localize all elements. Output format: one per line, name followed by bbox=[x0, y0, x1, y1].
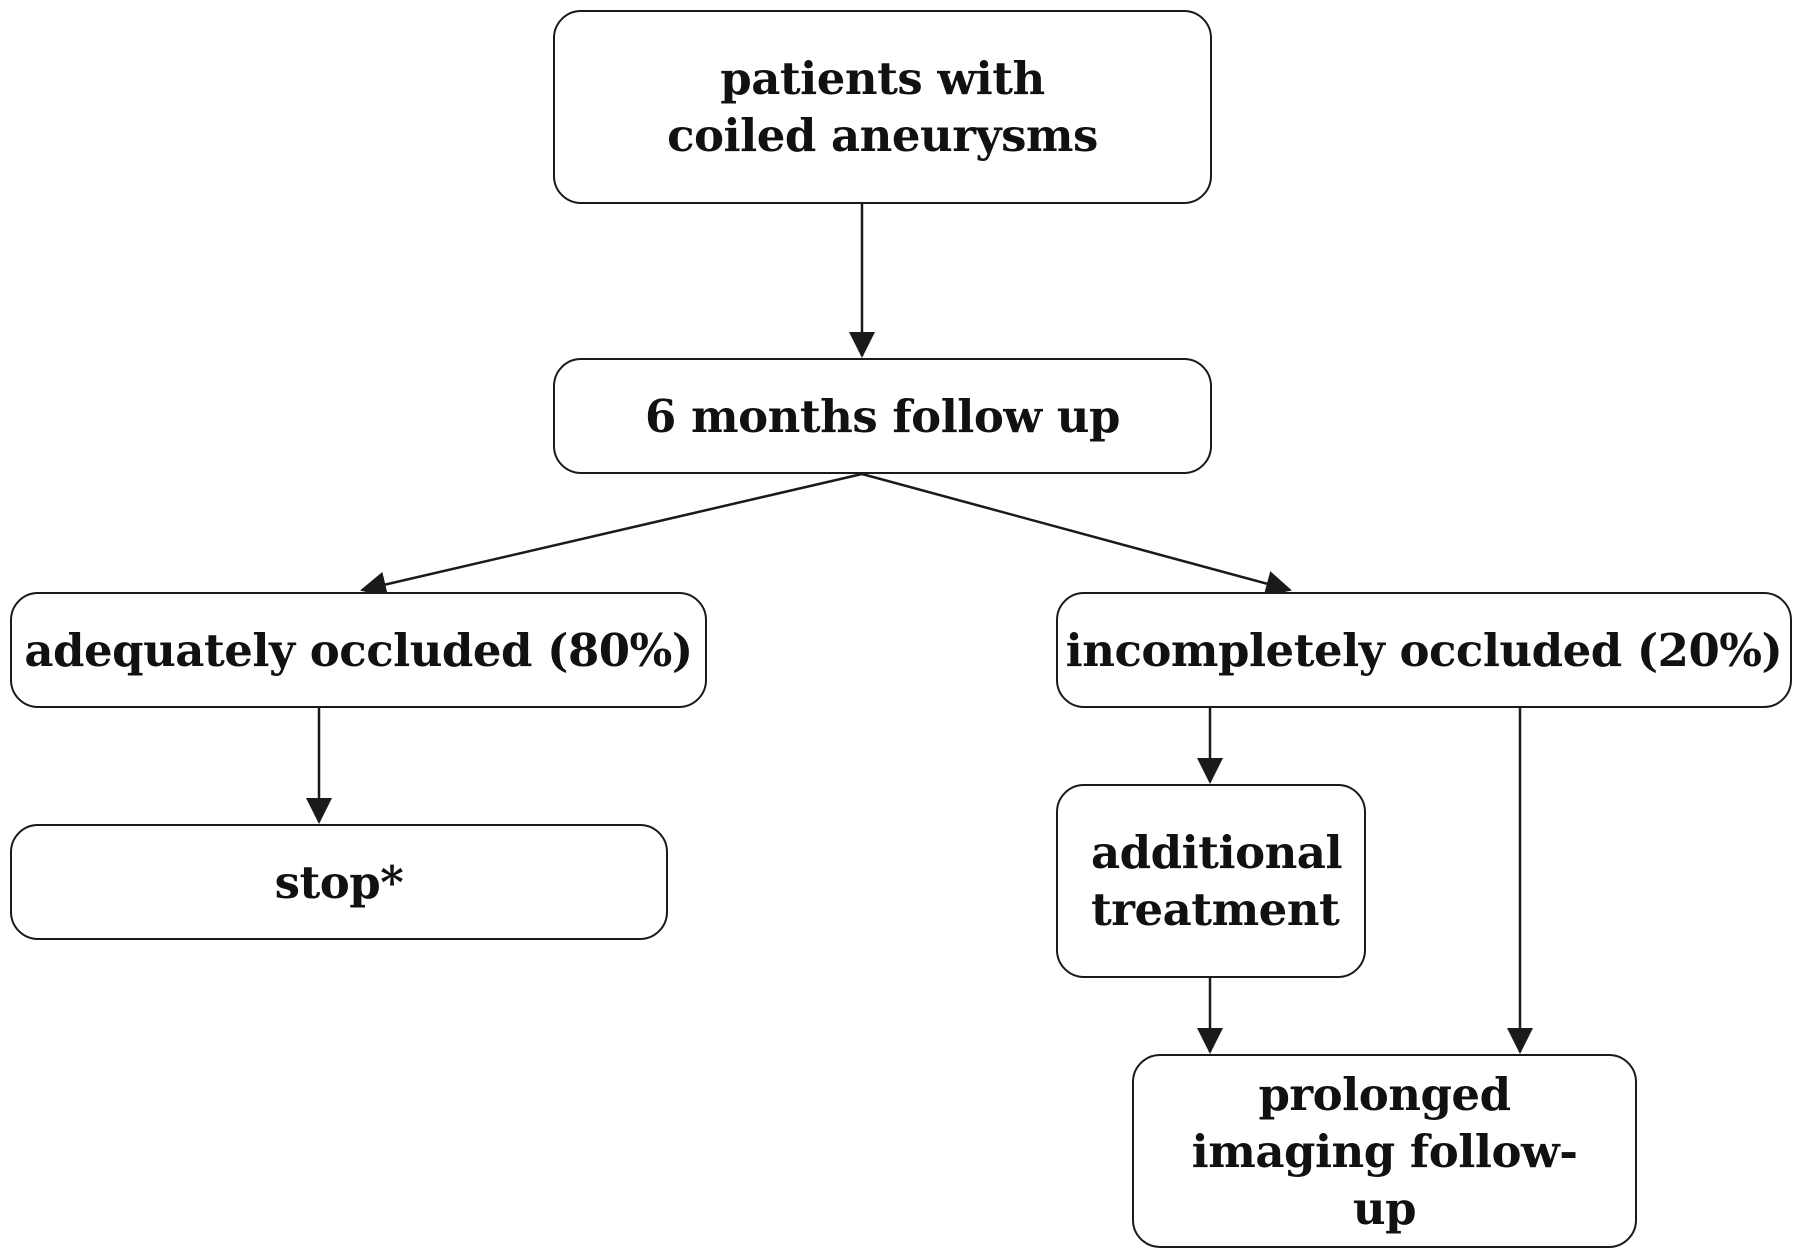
node-adequately-occluded: adequately occluded (80%) bbox=[10, 592, 707, 708]
node-6-months-follow-up: 6 months follow up bbox=[553, 358, 1212, 474]
arrow-followup-to-incomplete bbox=[861, 472, 1292, 597]
node-label: 6 months follow up bbox=[645, 389, 1121, 443]
node-prolonged-imaging-follow-up: prolonged imaging follow-up bbox=[1132, 1054, 1637, 1248]
node-label: stop* bbox=[274, 855, 404, 909]
node-patients-with-coiled-aneurysms: patients with coiled aneurysms bbox=[553, 10, 1212, 204]
node-label: prolonged imaging follow-up bbox=[1191, 1067, 1578, 1235]
node-additional-treatment: additional treatment bbox=[1056, 784, 1366, 978]
node-label: adequately occluded (80%) bbox=[24, 623, 693, 677]
node-label: incompletely occluded (20%) bbox=[1065, 623, 1783, 677]
node-stop: stop* bbox=[10, 824, 668, 940]
node-incompletely-occluded: incompletely occluded (20%) bbox=[1056, 592, 1792, 708]
arrow-followup-to-adequate bbox=[360, 472, 863, 598]
node-label: additional treatment bbox=[1091, 826, 1343, 936]
node-label: patients with coiled aneurysms bbox=[667, 52, 1098, 162]
